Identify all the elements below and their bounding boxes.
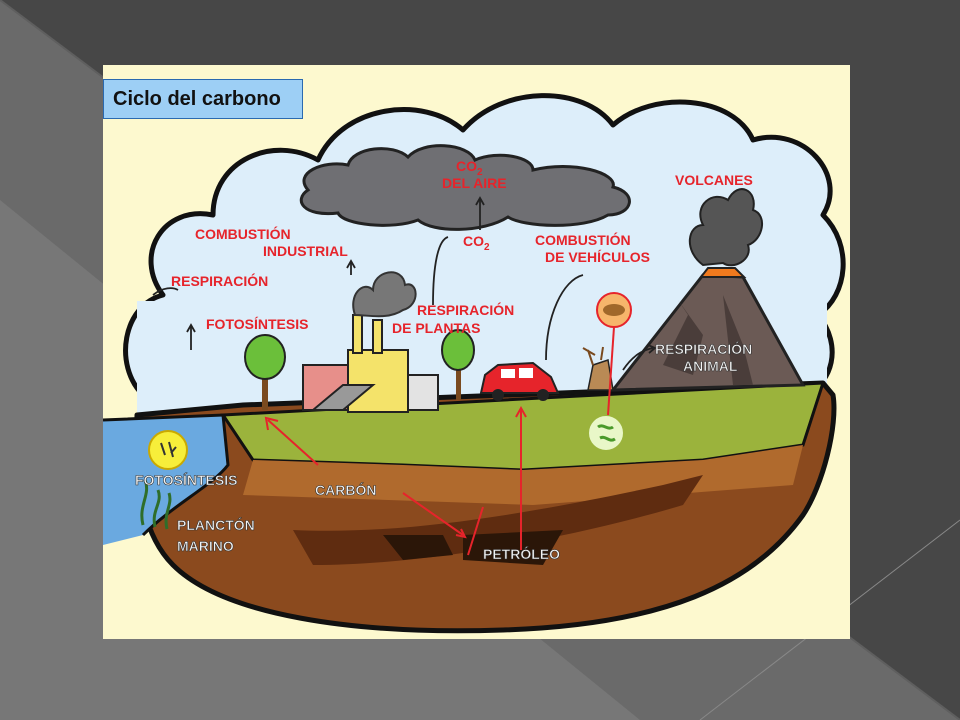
label-plancton-1: PLANCTÓN [177, 516, 255, 533]
label-combustion-vehiculos-1: COMBUSTIÓN [535, 231, 631, 248]
arrow-to-petroleo [402, 492, 464, 536]
label-plancton-2: MARINO [177, 538, 234, 554]
factory [302, 271, 439, 413]
label-co2-small: CO2 [463, 233, 490, 253]
arrows-red [264, 326, 615, 556]
co2-cloud [299, 144, 631, 231]
arrow-vehicle-curve [545, 274, 584, 361]
volcano [609, 188, 806, 392]
label-respiracion-plantas-1: RESPIRACIÓN [417, 301, 514, 318]
arrow-respiracion-animal [622, 347, 654, 371]
arrow-carbon-down [467, 506, 484, 556]
label-combustion-vehiculos-2: DE VEHÍCULOS [545, 249, 650, 265]
label-del-aire: DEL AIRE [442, 175, 507, 191]
tree-left [244, 334, 286, 410]
label-volcanes: VOLCANES [675, 172, 753, 188]
label-respiracion-animal-2: ANIMAL [683, 358, 738, 374]
tree-right [441, 329, 475, 400]
arrows-black [152, 196, 657, 371]
car [479, 361, 560, 401]
arrow-plants-curve [432, 236, 449, 306]
label-combustion-industrial-2: INDUSTRIAL [263, 243, 348, 259]
food-icon [596, 292, 632, 328]
labels: CO2 DEL AIRE CO2 VOLCANES COMBUSTIÓN IND… [135, 158, 753, 562]
label-petroleo: PETRÓLEO [483, 545, 560, 562]
label-respiracion: RESPIRACIÓN [171, 272, 268, 289]
arrow-respiracion-curve [152, 287, 179, 296]
label-carbon: CARBÓN [315, 481, 376, 498]
label-co2-aire: CO2 [456, 158, 483, 178]
deer [582, 346, 614, 391]
label-fotosintesis-sea: FOTOSÍNTESIS [135, 472, 237, 488]
carbon-cycle-diagram: CO2 DEL AIRE CO2 VOLCANES COMBUSTIÓN IND… [103, 65, 850, 639]
arrow-carbon-up [267, 419, 319, 466]
arrow-food-bacteria [607, 326, 615, 416]
label-respiracion-animal-1: RESPIRACIÓN [655, 340, 752, 357]
seaweed [140, 479, 172, 530]
plankton-icon [148, 430, 188, 470]
bacteria-icon [587, 414, 625, 452]
diagram-title: Ciclo del carbono [103, 79, 303, 119]
label-respiracion-plantas-2: DE PLANTAS [392, 320, 480, 336]
label-combustion-industrial-1: COMBUSTIÓN [195, 225, 291, 242]
ground [134, 380, 837, 634]
label-fotosintesis-land: FOTOSÍNTESIS [206, 316, 308, 332]
